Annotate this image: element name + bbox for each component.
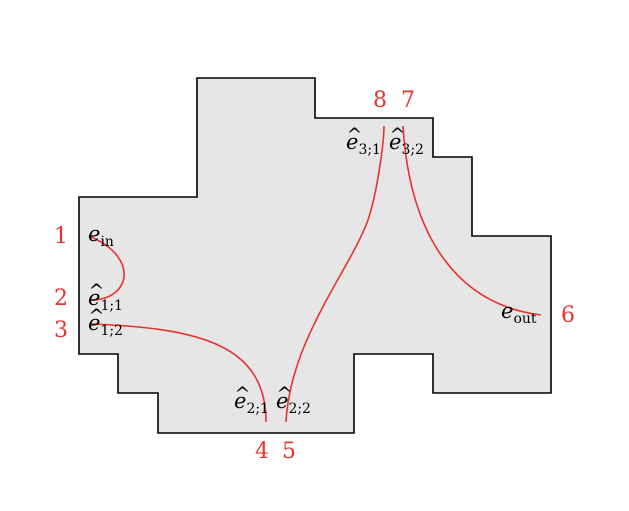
label-e-3-2-sub: 3;2 — [401, 142, 424, 158]
port-number-2: 2 — [54, 286, 68, 311]
hat-e-1-1: ^ — [89, 280, 105, 302]
label-e-1-1-sub: 1;1 — [100, 298, 123, 314]
label-e-2-1-sub: 2;1 — [246, 401, 269, 417]
label-e-3-2: e3;2 — [389, 130, 424, 158]
label-e-1-1-base: e — [88, 286, 100, 310]
hat-e-3-2: ^ — [390, 124, 406, 146]
label-e-out-base: e — [501, 299, 513, 323]
label-e-in-base: e — [88, 222, 100, 246]
port-number-3: 3 — [54, 318, 68, 343]
label-e-3-1-base: e — [346, 130, 358, 154]
label-e-1-1: e1;1 — [88, 286, 123, 314]
label-e-out: eout — [501, 299, 537, 327]
port-number-1: 1 — [54, 224, 68, 249]
hat-e-2-1: ^ — [235, 383, 251, 405]
curve-7-6 — [402, 125, 542, 316]
curve-5-8 — [285, 125, 385, 423]
hat-e-2-2: ^ — [277, 383, 293, 405]
hat-e-1-2: ^ — [89, 305, 105, 327]
curve-1-2 — [90, 236, 125, 301]
label-e-1-2-sub: 1;2 — [100, 323, 123, 339]
label-e-2-2-base: e — [276, 389, 288, 413]
port-number-5: 5 — [282, 439, 296, 464]
label-e-out-sub: out — [513, 311, 536, 327]
label-e-1-2-base: e — [88, 311, 100, 335]
port-number-8: 8 — [373, 88, 387, 113]
label-e-in: ein — [88, 222, 114, 250]
label-e-2-1-base: e — [234, 389, 246, 413]
region-polygon — [78, 77, 552, 434]
label-e-2-2: e2;2 — [276, 389, 311, 417]
curve-3-4 — [90, 323, 267, 423]
label-e-2-2-sub: 2;2 — [288, 401, 311, 417]
label-e-2-1: e2;1 — [234, 389, 269, 417]
label-e-in-sub: in — [100, 234, 114, 250]
label-e-3-1: e3;1 — [346, 130, 381, 158]
label-e-3-2-base: e — [389, 130, 401, 154]
label-e-3-1-sub: 3;1 — [358, 142, 381, 158]
hat-e-3-1: ^ — [347, 124, 363, 146]
label-e-1-2: e1;2 — [88, 311, 123, 339]
port-number-7: 7 — [401, 88, 415, 113]
port-number-4: 4 — [255, 439, 269, 464]
port-number-6: 6 — [561, 303, 575, 328]
